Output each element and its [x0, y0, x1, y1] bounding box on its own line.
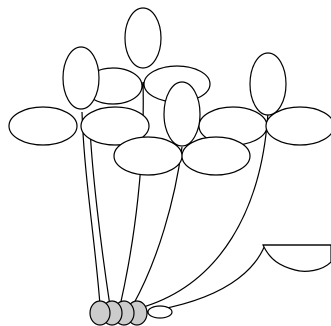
- petal-middle-right: [182, 137, 250, 175]
- petal-right-upper: [250, 53, 286, 115]
- petal-middle-upper: [164, 82, 200, 146]
- stem-left-flower-inner: [90, 128, 110, 306]
- leaf-shape: [263, 245, 331, 271]
- stem-leaf: [145, 245, 265, 312]
- bulb-small-right: [148, 306, 172, 318]
- petal-left-left: [9, 107, 77, 145]
- petal-top-upper: [125, 8, 161, 68]
- petal-middle-left: [114, 137, 182, 175]
- bulb-1: [90, 301, 110, 325]
- petal-left-upper: [63, 47, 99, 109]
